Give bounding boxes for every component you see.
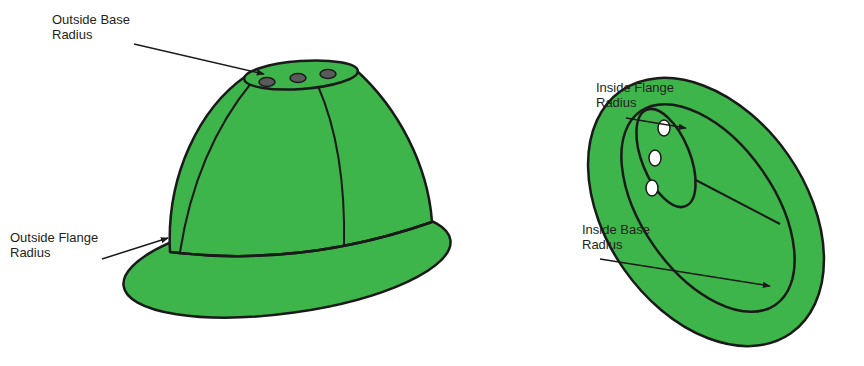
part-label: Outside Flange Radius — [10, 230, 100, 260]
hat-outside — [117, 57, 458, 335]
part-label: Inside Base Radius — [582, 222, 662, 252]
inner-cap — [624, 101, 707, 215]
vent-hole — [290, 74, 306, 83]
top-cap — [243, 57, 359, 93]
leader-arrow — [600, 259, 770, 286]
dome — [170, 70, 432, 256]
inner-seam — [688, 176, 780, 224]
vent-hole — [649, 150, 661, 166]
flange-outer — [539, 33, 864, 366]
dome-seam — [318, 86, 344, 246]
vent-hole — [646, 180, 658, 196]
part-label: Outside Base Radius — [52, 12, 132, 42]
base-rim — [586, 73, 829, 342]
vent-hole — [259, 78, 275, 87]
vent-hole — [658, 120, 670, 136]
vent-hole — [320, 70, 336, 79]
part-label: Inside Flange Radius — [596, 80, 686, 110]
dome-seam — [180, 82, 252, 252]
leader-arrow — [134, 44, 264, 74]
leader-arrow — [102, 238, 168, 259]
leader-arrow — [626, 118, 686, 128]
hat-inside — [539, 33, 864, 366]
leader-lines — [102, 44, 770, 286]
dome-base-edge — [170, 222, 432, 256]
